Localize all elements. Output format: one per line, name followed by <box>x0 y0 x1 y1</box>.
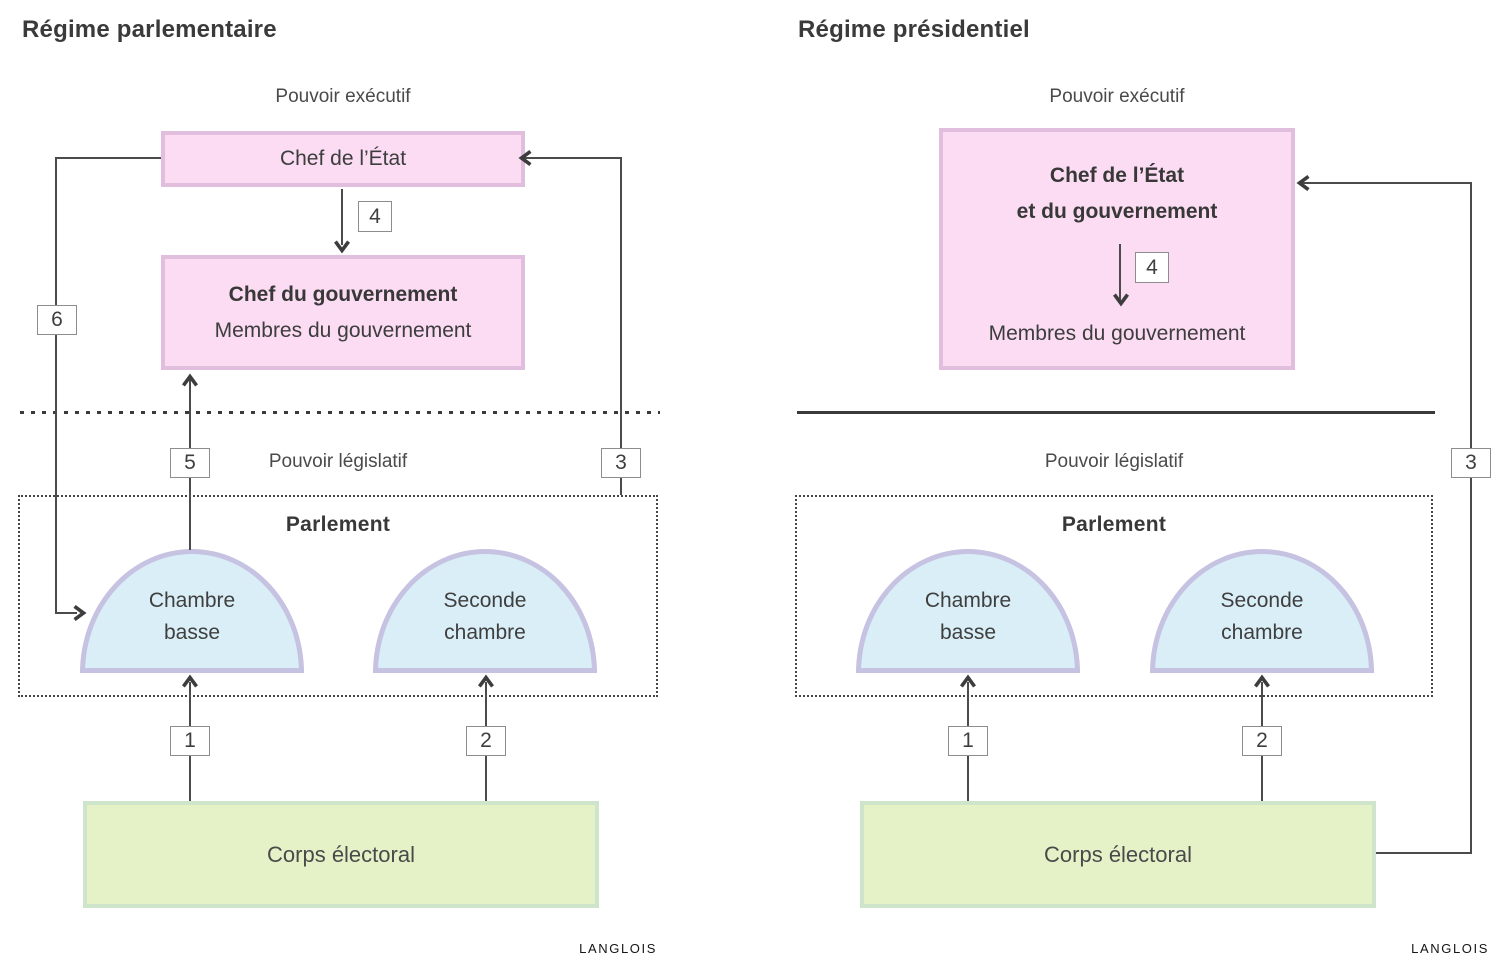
right-head-of-state-label: Chef de l’État et du gouvernement <box>943 158 1291 230</box>
left-second-chamber-label-line2: chambre <box>444 621 526 644</box>
arrowhead-icon <box>1254 674 1270 690</box>
arrowhead-icon <box>334 238 350 254</box>
left-arrow6-line-vertical <box>55 157 57 614</box>
left-parliament-label: Parlement <box>285 513 391 536</box>
left-government-members-label: Membres du gouvernement <box>214 318 472 342</box>
left-badge-5: 5 <box>170 448 210 478</box>
arrowhead-icon <box>960 674 976 690</box>
right-badge-3: 3 <box>1451 448 1491 478</box>
left-arrow3-line-top <box>523 157 622 159</box>
arrowhead-icon <box>182 373 198 389</box>
right-badge-1: 1 <box>948 726 988 756</box>
left-credit: LANGLOIS <box>579 941 657 956</box>
right-arrow3-line-bottom <box>1376 852 1472 854</box>
right-parliament-box: Parlement <box>795 495 1433 697</box>
arrowhead-icon <box>71 605 87 621</box>
left-badge-4: 4 <box>358 201 392 232</box>
right-second-chamber-label-line1: Seconde <box>1220 589 1304 612</box>
left-electorate-label: Corps électoral <box>267 841 415 867</box>
left-parliament-box: Parlement <box>18 495 658 697</box>
right-lower-chamber-label-line1: Chambre <box>924 589 1012 612</box>
arrowhead-icon <box>478 674 494 690</box>
right-lower-chamber-label-line2: basse <box>939 621 997 644</box>
left-panel-title: Régime parlementaire <box>22 16 277 43</box>
right-executive-power-label: Pouvoir exécutif <box>1049 86 1185 107</box>
left-head-of-state-label: Chef de l’État <box>279 147 407 170</box>
right-head-of-state-label-line1: Chef de l’État <box>1049 164 1185 187</box>
right-electorate-label: Corps électoral <box>1044 841 1192 867</box>
left-head-of-government-box: Chef du gouvernement Membres du gouverne… <box>161 255 525 370</box>
left-executive-power-label: Pouvoir exécutif <box>275 86 411 107</box>
left-powers-separator-dotted <box>20 411 660 414</box>
left-lower-chamber-label-line1: Chambre <box>148 589 236 612</box>
right-arrow3-line-top <box>1301 182 1471 184</box>
left-arrow6-line-top <box>55 157 161 159</box>
right-arrow1-line-upper <box>967 682 969 726</box>
right-government-members-label: Membres du gouvernement <box>988 322 1246 345</box>
right-panel-title: Régime présidentiel <box>798 16 1030 43</box>
right-badge-4: 4 <box>1135 252 1169 283</box>
right-arrow2-line-upper <box>1261 682 1263 726</box>
right-arrow3-line-vertical <box>1470 182 1472 854</box>
left-badge-1: 1 <box>170 726 210 756</box>
right-head-of-state-box: Chef de l’État et du gouvernement 4 Memb… <box>939 128 1295 370</box>
left-head-of-government-label: Chef du gouvernement <box>228 282 458 306</box>
left-arrow4-line <box>341 189 343 245</box>
arrowhead-icon <box>182 674 198 690</box>
left-badge-3: 3 <box>601 448 641 478</box>
right-second-chamber-label-line2: chambre <box>1221 621 1303 644</box>
left-head-of-state-box: Chef de l’État <box>161 131 525 187</box>
left-electorate-box: Corps électoral <box>83 801 599 908</box>
left-arrow6-line-bottom <box>55 612 77 614</box>
left-arrow3-line-vertical <box>620 157 622 495</box>
left-arrow1-line-lower <box>189 756 191 801</box>
arrowhead-icon <box>1113 291 1129 307</box>
left-arrow2-line-upper <box>485 682 487 726</box>
left-lower-chamber-label-line2: basse <box>163 621 221 644</box>
left-badge-2: 2 <box>466 726 506 756</box>
right-parliament-label: Parlement <box>1061 513 1167 536</box>
right-head-of-state-label-line2: et du gouvernement <box>1016 200 1218 223</box>
left-legislative-power-label: Pouvoir législatif <box>268 451 408 472</box>
right-credit: LANGLOIS <box>1411 941 1489 956</box>
left-arrow2-line-lower <box>485 756 487 801</box>
right-arrow1-line-lower <box>967 756 969 801</box>
right-badge-2: 2 <box>1242 726 1282 756</box>
left-badge-6: 6 <box>37 305 77 335</box>
right-electorate-box: Corps électoral <box>860 801 1376 908</box>
left-second-chamber-label-line1: Seconde <box>443 589 527 612</box>
arrowhead-icon <box>1296 175 1312 191</box>
arrowhead-icon <box>518 150 534 166</box>
right-arrow4-line <box>1119 244 1121 300</box>
right-legislative-power-label: Pouvoir législatif <box>1044 451 1184 472</box>
right-arrow2-line-lower <box>1261 756 1263 801</box>
left-arrow1-line-upper <box>189 682 191 726</box>
right-powers-separator-solid <box>797 411 1435 414</box>
